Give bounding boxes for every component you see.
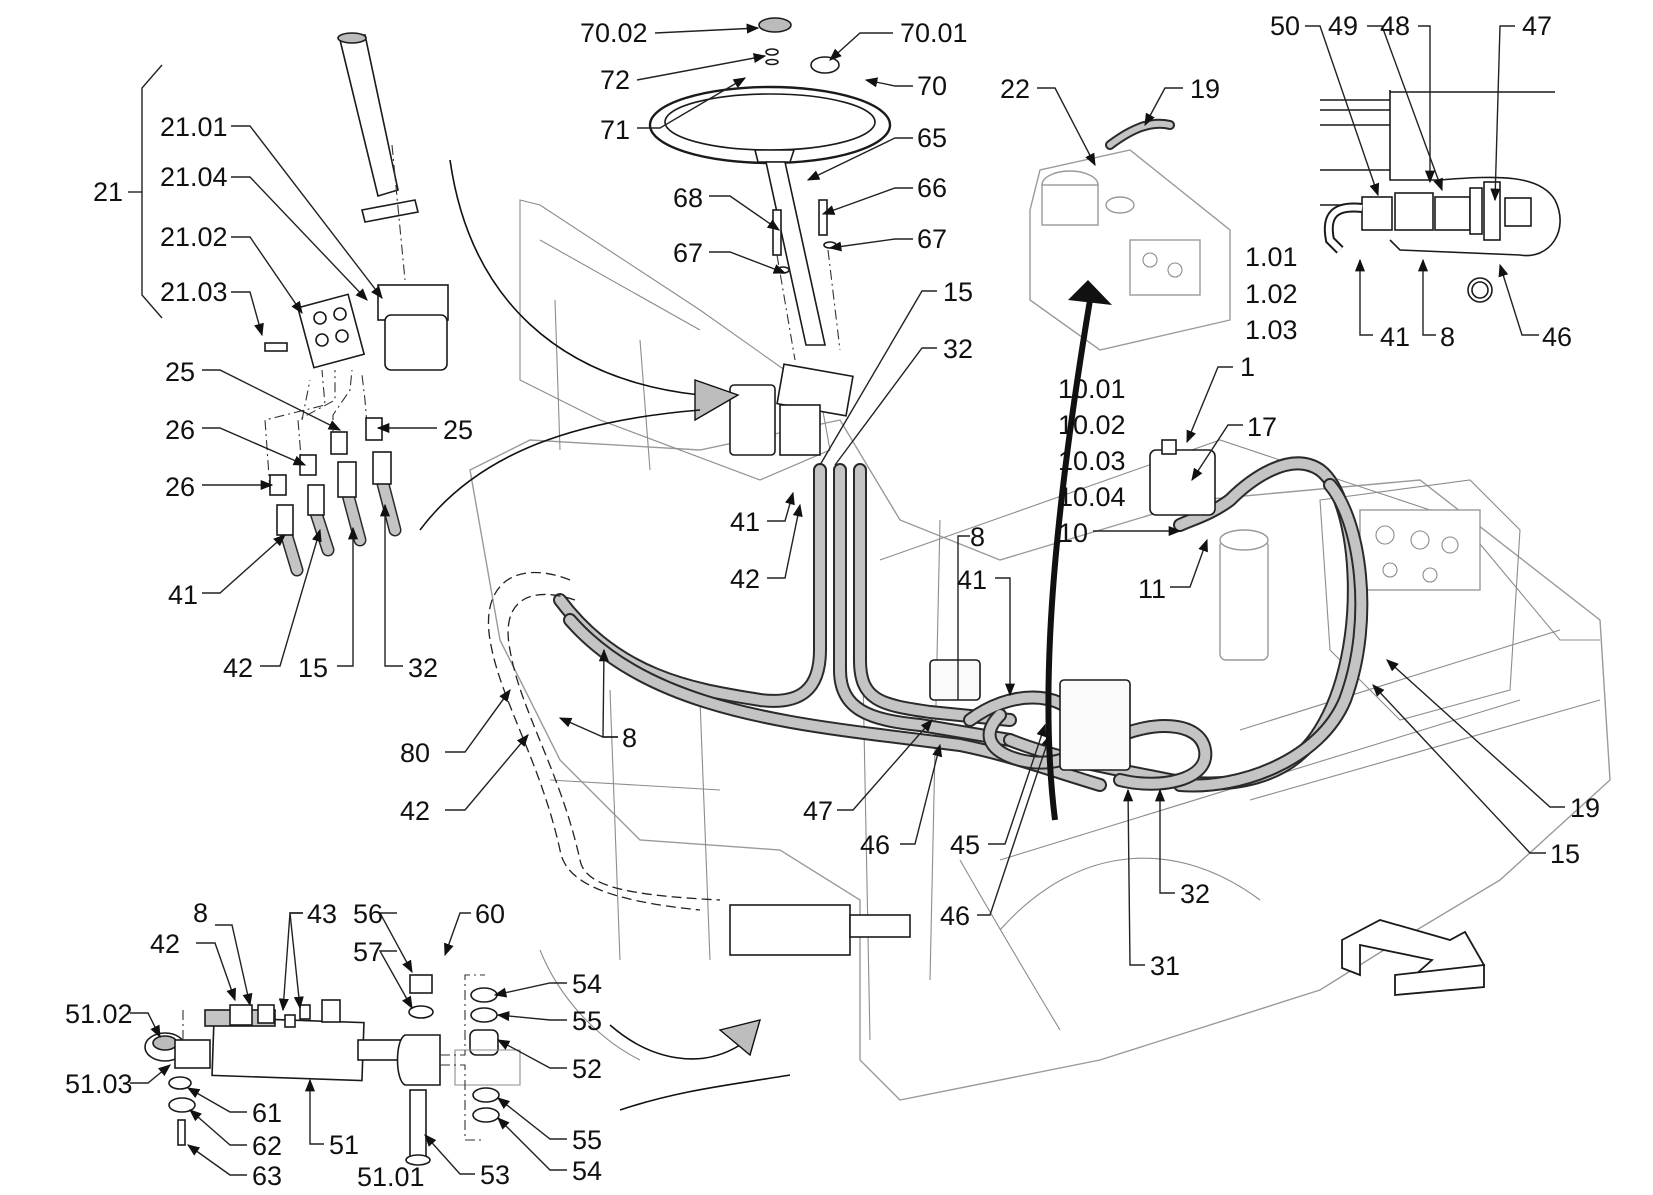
callout-21: 21 <box>93 177 123 207</box>
orbitrol-hose-set <box>264 369 402 577</box>
callout-10-03: 10.03 <box>1058 446 1126 476</box>
callout-8: 8 <box>1440 322 1455 352</box>
callout-70-02: 70.02 <box>580 18 648 48</box>
leader-lines <box>130 23 1565 1176</box>
callout-71: 71 <box>600 115 630 145</box>
callout-42: 42 <box>400 796 430 826</box>
callout-66: 66 <box>917 173 947 203</box>
callout-8: 8 <box>970 522 985 552</box>
callout-26: 26 <box>165 472 195 502</box>
view-arrows <box>419 159 1486 1111</box>
callout-70-01: 70.01 <box>900 18 968 48</box>
callout-25: 25 <box>443 415 473 445</box>
callout-45: 45 <box>950 830 980 860</box>
hose-routing <box>487 439 1369 956</box>
callout-15: 15 <box>298 653 328 683</box>
callout-10-01: 10.01 <box>1058 374 1126 404</box>
callout-31: 31 <box>1150 951 1180 981</box>
callout-51-03: 51.03 <box>65 1069 133 1099</box>
callout-32: 32 <box>408 653 438 683</box>
callout-10-02: 10.02 <box>1058 410 1126 440</box>
callout-15: 15 <box>943 277 973 307</box>
callout-70: 70 <box>917 71 947 101</box>
callout-51-01: 51.01 <box>357 1162 425 1192</box>
callout-72: 72 <box>600 65 630 95</box>
callout-42: 42 <box>223 653 253 683</box>
callout-56: 56 <box>353 899 383 929</box>
group-21-bracket <box>141 64 163 319</box>
fitting-detail-inset <box>1320 90 1561 303</box>
callout-19: 19 <box>1570 793 1600 823</box>
callout-50: 50 <box>1270 11 1300 41</box>
callout-55: 55 <box>572 1006 602 1036</box>
callout-62: 62 <box>252 1131 282 1161</box>
callout-15: 15 <box>1550 839 1580 869</box>
callout-21-03: 21.03 <box>160 277 228 307</box>
callout-42: 42 <box>730 564 760 594</box>
callout-48: 48 <box>1380 11 1410 41</box>
callout-8: 8 <box>622 723 637 753</box>
callout-22: 22 <box>1000 74 1030 104</box>
callout-63: 63 <box>252 1161 282 1191</box>
callout-1: 1 <box>1240 352 1255 382</box>
callout-8: 8 <box>193 898 208 928</box>
callout-80: 80 <box>400 738 430 768</box>
callout-42: 42 <box>150 929 180 959</box>
callout-49: 49 <box>1328 11 1358 41</box>
reservoir-inset <box>1029 118 1231 351</box>
callout-47: 47 <box>803 796 833 826</box>
callout-26: 26 <box>165 415 195 445</box>
callout-1-03: 1.03 <box>1245 315 1298 345</box>
callout-1-02: 1.02 <box>1245 279 1298 309</box>
callout-67: 67 <box>917 224 947 254</box>
callout-41: 41 <box>1380 322 1410 352</box>
callout-32: 32 <box>1180 879 1210 909</box>
callout-10: 10 <box>1058 518 1088 548</box>
callout-32: 32 <box>943 334 973 364</box>
steering-cylinder-assembly <box>144 974 521 1166</box>
callout-47: 47 <box>1522 11 1552 41</box>
callout-51-02: 51.02 <box>65 999 133 1029</box>
callout-61: 61 <box>252 1098 282 1128</box>
callout-46: 46 <box>860 830 890 860</box>
steering-wheel-assembly <box>264 17 892 456</box>
callout-17: 17 <box>1247 412 1277 442</box>
callout-41: 41 <box>957 565 987 595</box>
callout-43: 43 <box>307 899 337 929</box>
callout-19: 19 <box>1190 74 1220 104</box>
callout-21-04: 21.04 <box>160 162 228 192</box>
callout-10-04: 10.04 <box>1058 482 1126 512</box>
callout-52: 52 <box>572 1054 602 1084</box>
callout-21-02: 21.02 <box>160 222 228 252</box>
callout-54: 54 <box>572 1156 602 1186</box>
callout-54: 54 <box>572 969 602 999</box>
callout-25: 25 <box>165 357 195 387</box>
callout-60: 60 <box>475 899 505 929</box>
callout-21-01: 21.01 <box>160 112 228 142</box>
callout-41: 41 <box>168 580 198 610</box>
callout-46: 46 <box>1542 322 1572 352</box>
callout-68: 68 <box>673 183 703 213</box>
callout-51: 51 <box>329 1130 359 1160</box>
callout-57: 57 <box>353 937 383 967</box>
callout-67: 67 <box>673 238 703 268</box>
callout-46: 46 <box>940 901 970 931</box>
callout-55: 55 <box>572 1125 602 1155</box>
callout-41: 41 <box>730 507 760 537</box>
callout-65: 65 <box>917 123 947 153</box>
callout-53: 53 <box>480 1160 510 1190</box>
callout-1-01: 1.01 <box>1245 242 1298 272</box>
callout-labels: 21 21.01 21.04 21.02 21.03 25 25 26 26 4… <box>65 11 1600 1192</box>
callout-11: 11 <box>1138 574 1166 604</box>
